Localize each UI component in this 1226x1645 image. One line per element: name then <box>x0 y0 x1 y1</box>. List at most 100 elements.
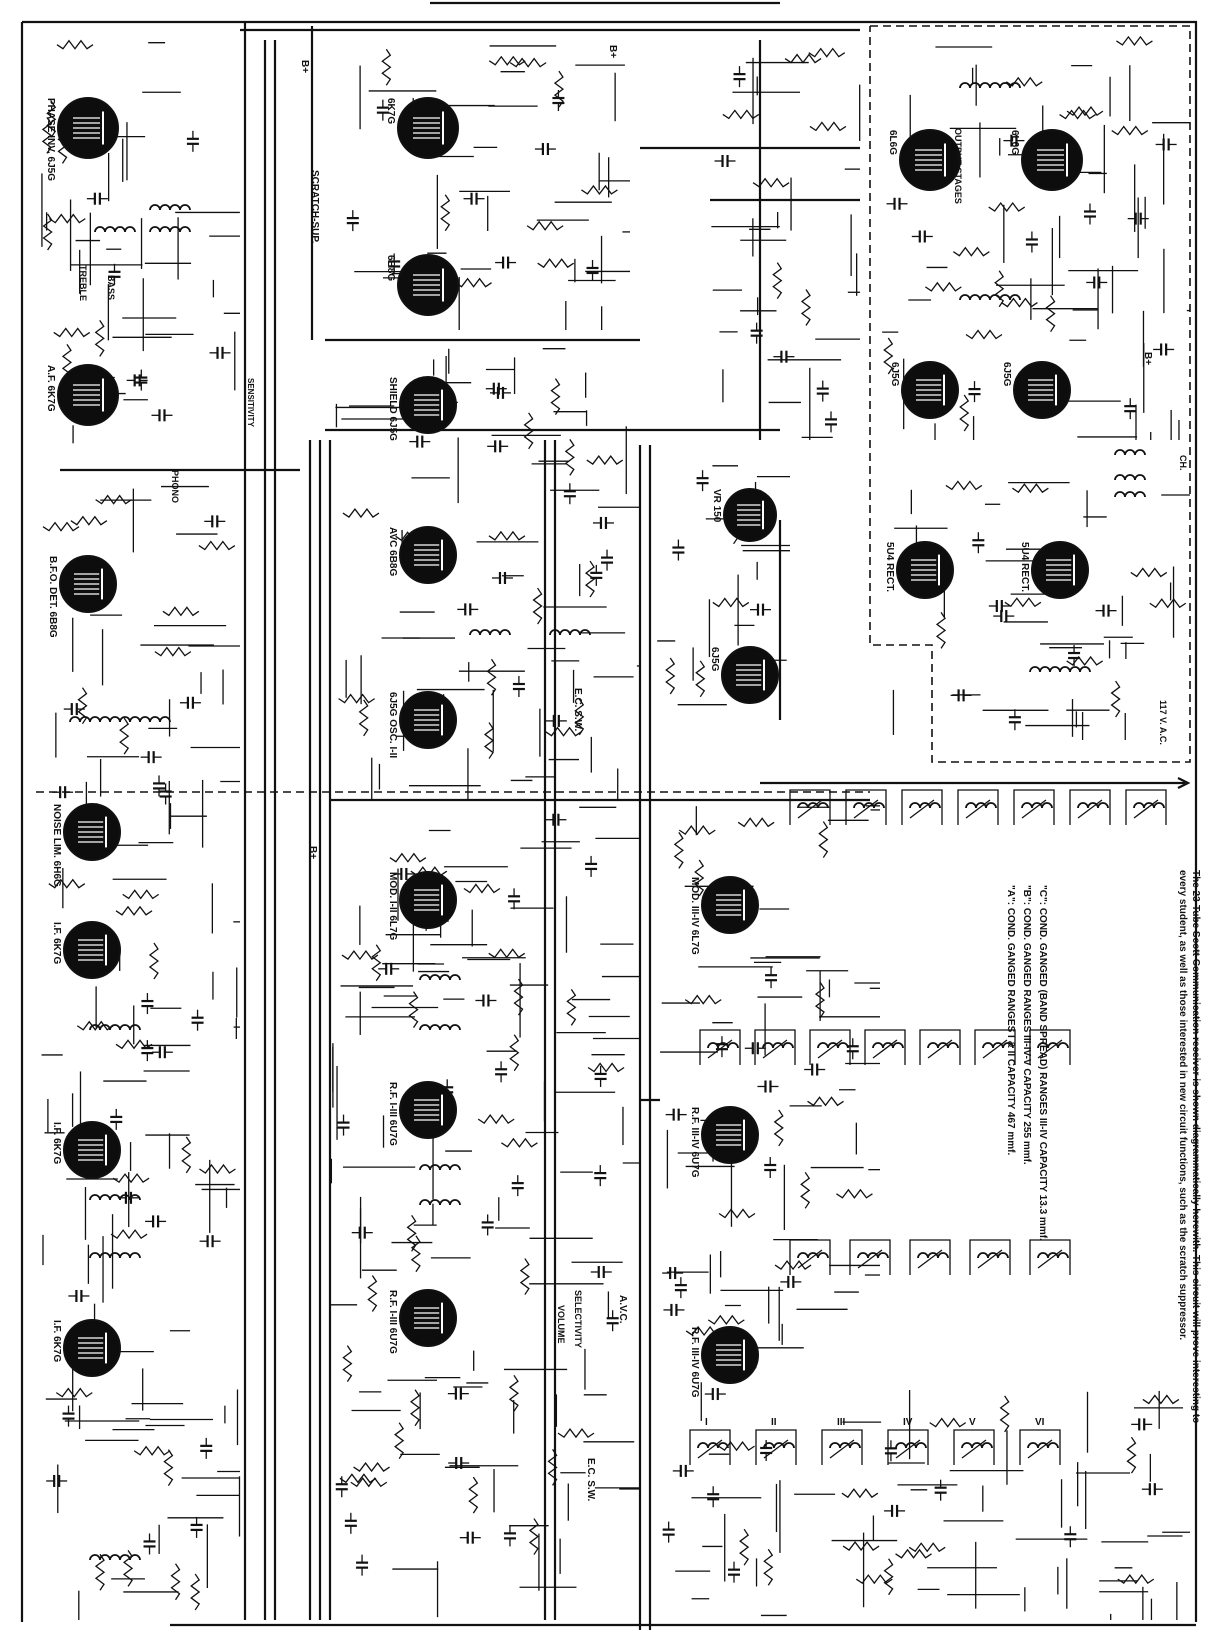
coil <box>419 974 461 981</box>
tube-label: MOD. III-IV 6L7G <box>689 877 700 955</box>
capacitor <box>911 230 933 243</box>
resistor <box>154 646 192 657</box>
band-numeral: V <box>969 1417 976 1428</box>
coil <box>895 1442 927 1449</box>
resistor <box>836 1188 873 1199</box>
resistor <box>181 1136 192 1174</box>
bplus-label-2: B+ <box>607 45 618 58</box>
resistor <box>752 177 790 188</box>
tube-label: 6L6G <box>887 130 898 155</box>
resistor <box>678 825 716 836</box>
resistor <box>42 213 53 251</box>
capacitor <box>209 346 231 359</box>
resistor <box>488 530 526 541</box>
resistor <box>784 53 822 64</box>
phono-label: PHONO <box>170 470 180 503</box>
tube-label: PHASE INV. 6J5G <box>45 98 56 181</box>
band-coil <box>969 1239 1011 1275</box>
coil <box>1077 802 1109 809</box>
resistor <box>110 1229 148 1240</box>
tube-vr: VR 150 <box>711 488 777 542</box>
resistor <box>198 540 236 551</box>
band-coil <box>887 1429 929 1465</box>
resistor <box>42 521 80 532</box>
capacitor <box>200 1437 213 1459</box>
coil <box>1037 1042 1069 1049</box>
capacitor <box>495 1061 508 1083</box>
coil <box>1114 491 1146 498</box>
capacitor <box>552 90 565 112</box>
resistor <box>1126 1436 1137 1474</box>
tube-label: VR 150 <box>711 489 722 523</box>
capacitor <box>140 751 162 764</box>
capacitor <box>335 1476 348 1498</box>
capacitor <box>153 775 166 797</box>
resistor <box>673 832 684 869</box>
tube-driver-l: 6J5G <box>889 361 959 419</box>
band-coil <box>1019 1429 1061 1465</box>
coil <box>149 226 191 233</box>
capacitor <box>934 1479 947 1501</box>
band-numeral: VI <box>1035 1417 1045 1428</box>
band-coil <box>957 789 999 825</box>
band-coil <box>953 1429 995 1465</box>
resistor <box>712 597 750 608</box>
coil <box>977 1252 1009 1259</box>
sensitivity-label: SENSITIVITY <box>246 378 255 428</box>
capacitor <box>508 888 521 910</box>
capacitor <box>585 855 598 877</box>
resistor <box>1149 598 1187 609</box>
band-coil <box>1069 789 1111 825</box>
capacitor <box>151 1046 173 1059</box>
capacitor <box>491 571 513 584</box>
coil <box>853 802 885 809</box>
outer-frame <box>20 20 1198 1622</box>
coil <box>469 629 511 636</box>
resistor <box>945 480 983 491</box>
capacitor <box>126 374 148 387</box>
capacitor <box>503 1525 516 1547</box>
resistor <box>547 1449 558 1486</box>
resistor <box>519 1258 530 1295</box>
resistor <box>119 717 130 755</box>
tube-label: NOISE LIM. 6H6G <box>51 804 62 887</box>
capacitor <box>1141 1483 1163 1496</box>
tube-osc: 6J5G OSC. I-II <box>387 691 457 758</box>
capacitor <box>590 564 603 586</box>
resistor <box>1045 295 1056 333</box>
resistor <box>586 454 624 466</box>
capacitor <box>545 714 567 727</box>
resistor <box>908 1542 946 1553</box>
coil <box>707 1042 739 1049</box>
resistor <box>526 220 564 231</box>
resistor <box>1110 680 1121 718</box>
avc-label: A.V.C. <box>617 1295 628 1324</box>
resistor <box>112 1173 150 1184</box>
caption-text: The 23-Tube Scott Communication receiver… <box>1177 870 1201 1424</box>
coil <box>927 1042 959 1049</box>
capacitor <box>1064 1526 1077 1548</box>
band-coil <box>699 1029 741 1065</box>
tube-label: A.F. 6K7G <box>45 365 56 412</box>
capacitor <box>351 1226 373 1239</box>
capacitor <box>950 689 972 702</box>
tube-label: R.F. I-III 6U7G <box>387 1082 398 1146</box>
resistor <box>1005 76 1043 87</box>
band-numeral: III <box>837 1417 846 1428</box>
coil <box>817 1042 849 1049</box>
resistor <box>718 1441 755 1452</box>
capacitor <box>757 1080 779 1093</box>
capacitor <box>388 253 401 275</box>
capacitor <box>674 1277 687 1299</box>
band-coil <box>1029 1239 1071 1275</box>
capacitor <box>1068 645 1081 667</box>
tube-output-r: 6L6G <box>1009 129 1083 191</box>
band-coil <box>754 1029 796 1065</box>
capacitor <box>46 1474 68 1487</box>
coil <box>94 226 136 233</box>
band-coil <box>849 1239 891 1275</box>
capacitor <box>143 1533 156 1555</box>
